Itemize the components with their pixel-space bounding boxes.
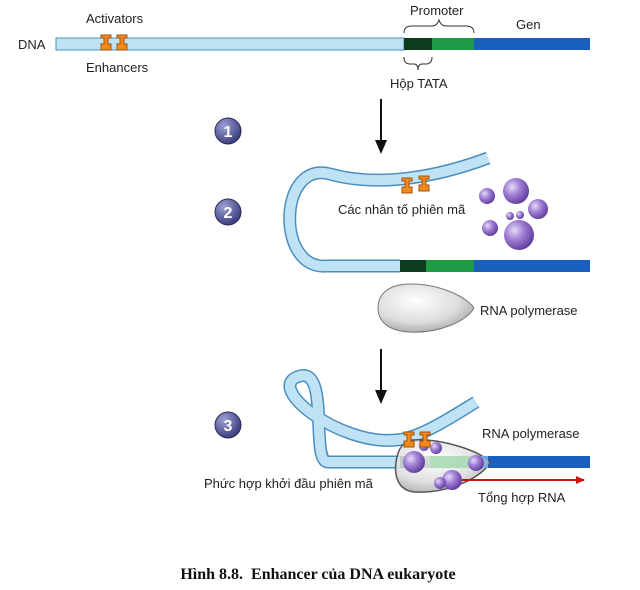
- dna-label: DNA: [18, 37, 46, 52]
- gene-label: Gen: [516, 17, 541, 32]
- svg-text:3: 3: [224, 418, 233, 435]
- figure-caption: Hình 8.8. Enhancer của DNA eukaryote: [180, 566, 455, 583]
- step-3-marker: 3: [214, 411, 242, 439]
- tata-box-label: Hộp TATA: [390, 76, 448, 91]
- down-arrow-1: [375, 99, 387, 154]
- down-arrow-2: [375, 349, 387, 404]
- rna-polymerase-step2: [377, 283, 475, 333]
- rna-polymerase-label-step3: RNA polymerase: [482, 426, 580, 441]
- rna-polymerase-label-step2: RNA polymerase: [480, 303, 578, 318]
- activator-proteins-step3: [403, 431, 431, 448]
- initiation-complex-label: Phức hợp khởi đầu phiên mã: [204, 476, 374, 491]
- step-2-marker: 2: [214, 198, 242, 226]
- step-1-marker: 1: [214, 117, 242, 145]
- enhancers-label: Enhancers: [86, 60, 149, 75]
- dna-strand-top: [55, 37, 590, 51]
- svg-text:2: 2: [224, 205, 233, 222]
- polymerase-dna-overlay: [430, 456, 474, 468]
- promoter-bracket: [403, 18, 475, 34]
- activator-proteins-top: [100, 34, 128, 51]
- activators-label: Activators: [86, 11, 144, 26]
- transcription-factors-label: Các nhân tố phiên mã: [338, 202, 466, 217]
- tata-bracket: [403, 56, 433, 71]
- activator-proteins-step2: [401, 175, 430, 194]
- dna-loop-step2: [283, 151, 590, 273]
- transcription-factors-step2: [479, 178, 548, 250]
- svg-text:1: 1: [224, 124, 233, 141]
- promoter-label: Promoter: [410, 3, 464, 18]
- initiation-complex-factors: [403, 441, 484, 490]
- rna-synthesis-label: Tổng hợp RNA: [478, 490, 566, 505]
